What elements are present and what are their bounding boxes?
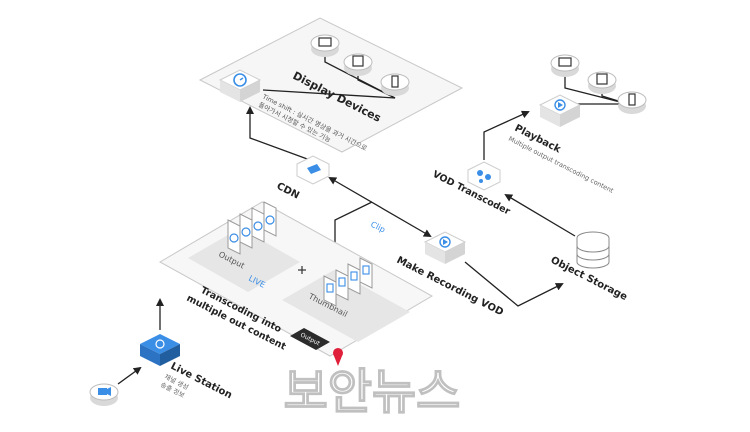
watermark-text: 보안뉴스 xyxy=(284,364,461,420)
clip-label: Clip xyxy=(369,220,387,235)
storage-to-transcoder-arrow xyxy=(504,193,576,237)
playback-node-icon xyxy=(538,94,582,127)
cdn-recording-link xyxy=(328,176,432,245)
vod-transcoder-node-icon xyxy=(467,161,501,191)
display-device-icon xyxy=(380,73,410,96)
playback-device-icon xyxy=(587,71,617,94)
object-storage-icon xyxy=(576,231,610,269)
playback-subtitle: Multiple output transcoding content xyxy=(507,135,615,195)
camera-node-icon xyxy=(89,383,119,406)
watermark-pin-icon xyxy=(333,348,344,366)
recording-vod-node-icon xyxy=(423,231,467,264)
playback-device-icon xyxy=(617,91,647,114)
plus-icon xyxy=(298,266,306,274)
output-tag xyxy=(290,328,330,350)
display-device-icon xyxy=(343,53,373,76)
display-devices-panel xyxy=(198,17,464,153)
recording-to-storage-arrow xyxy=(464,261,564,307)
cdn-to-devices-arrow xyxy=(246,106,311,161)
live-station-node-icon xyxy=(140,334,180,366)
display-device-icon xyxy=(310,34,340,57)
cdn-node-icon xyxy=(296,155,330,185)
cdn-label: CDN xyxy=(275,181,301,202)
camera-to-station-arrow xyxy=(117,366,142,385)
playback-device-icon xyxy=(550,54,580,77)
thumbnail-stack xyxy=(323,257,373,307)
transcoder-to-playback-arrow xyxy=(483,110,530,160)
output-stack xyxy=(227,201,277,255)
time-shift-clock-icon xyxy=(218,69,262,102)
